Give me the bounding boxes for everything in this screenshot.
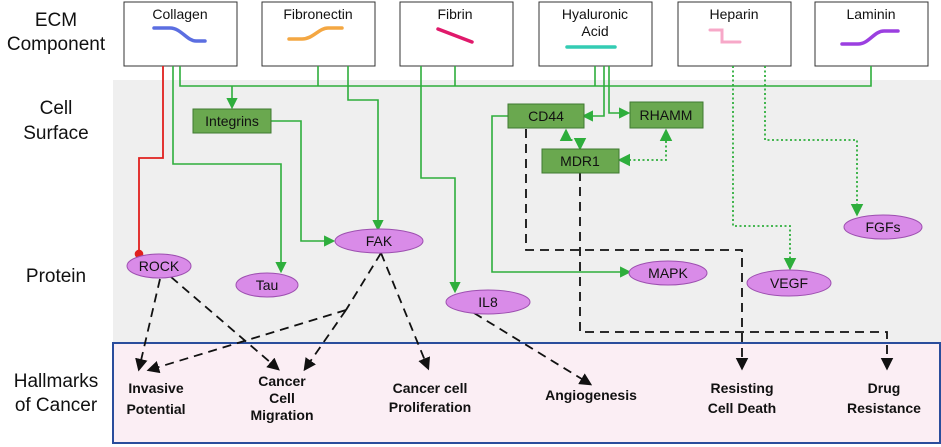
receptor-label-integrins: Integrins xyxy=(205,113,259,129)
collagen-fiber-icon xyxy=(152,26,207,43)
connector-fibrin-il8 xyxy=(420,66,461,294)
connector-hyaluronic-cd44 xyxy=(581,66,605,122)
dotted-connectors xyxy=(559,66,864,271)
connector-mdr1-rhamm xyxy=(617,128,673,167)
protein-label-mapk: MAPK xyxy=(648,265,688,281)
protein-label-fgfs: FGFs xyxy=(866,219,901,235)
ecm-label-collagen: Collagen xyxy=(152,6,207,22)
receptor-rhamm: RHAMM xyxy=(629,101,704,129)
laminin-fiber-icon xyxy=(840,29,900,46)
receptor-cd44: CD44 xyxy=(507,103,585,129)
tier-label-protein: Protein xyxy=(26,266,86,287)
ecm-box-heparin: Heparin xyxy=(677,1,792,67)
connector-rock-migration xyxy=(170,276,280,371)
connector-integrins-fak xyxy=(271,120,336,247)
connector-collagen-tau xyxy=(172,66,287,274)
receptors: Integrins CD44 RHAMM MDR1 xyxy=(192,101,704,174)
hallmarks-band xyxy=(112,342,941,444)
protein-label-rock: ROCK xyxy=(139,258,180,274)
protein-fak: FAK xyxy=(334,228,424,254)
connector-fak-invasive xyxy=(146,309,347,374)
ecm-label-fibrin: Fibrin xyxy=(437,6,472,22)
connector-fibronectin-fak xyxy=(347,66,384,232)
protein-label-il8: IL8 xyxy=(478,294,498,310)
connector-mdr1-drug xyxy=(579,172,894,371)
receptor-label-rhamm: RHAMM xyxy=(640,107,693,123)
ecm-box-fibronectin: Fibronectin xyxy=(261,1,376,67)
protein-mapk: MAPK xyxy=(628,260,708,286)
ecm-box-collagen: Collagen xyxy=(123,1,238,67)
green-connectors xyxy=(172,66,872,294)
receptor-mdr1: MDR1 xyxy=(541,148,620,174)
protein-label-tau: Tau xyxy=(256,277,279,293)
connector-fak-proliferation xyxy=(380,252,431,371)
receptor-label-mdr1: MDR1 xyxy=(560,153,600,169)
ecm-label-laminin: Laminin xyxy=(846,6,895,22)
protein-vegf: VEGF xyxy=(746,269,832,297)
connector-cd44-mapk xyxy=(491,115,632,278)
protein-label-vegf: VEGF xyxy=(770,275,808,291)
receptor-label-cd44: CD44 xyxy=(528,108,564,124)
connector-collagen-laminin-bus xyxy=(179,66,872,87)
proteins: ROCK Tau FAK IL8 MAPK VEGF FGFs xyxy=(126,214,923,315)
connector-heparin-fgfs xyxy=(764,66,864,217)
receptor-integrins: Integrins xyxy=(192,108,272,134)
fibronectin-fiber-icon xyxy=(287,26,344,41)
ecm-label-fibronectin: Fibronectin xyxy=(283,6,352,22)
protein-label-fak: FAK xyxy=(366,233,393,249)
connector-rock-invasive xyxy=(135,278,161,372)
connector-fak-midpoint xyxy=(345,252,382,311)
fibrin-fiber-icon xyxy=(436,27,474,44)
hallmark-angiogenesis: Angiogenesis xyxy=(545,387,637,403)
connector-cd44-mdr1 xyxy=(559,128,587,151)
heparin-fiber-icon xyxy=(708,28,742,44)
protein-il8: IL8 xyxy=(445,289,531,315)
protein-tau: Tau xyxy=(235,272,299,298)
connector-collagen-rock xyxy=(134,66,164,259)
connector-cd44-resisting xyxy=(525,129,749,371)
protein-fgfs: FGFs xyxy=(843,214,923,240)
dashed-connectors xyxy=(135,129,894,386)
connector-il8-angiogenesis xyxy=(473,312,593,386)
protein-rock: ROCK xyxy=(126,253,192,279)
ecm-box-laminin: Laminin xyxy=(814,1,929,67)
ecm-box-fibrin: Fibrin xyxy=(399,1,514,67)
ecm-label-heparin: Heparin xyxy=(709,6,758,22)
connector-fak-migration xyxy=(303,309,347,372)
connector-hyaluronic-rhamm xyxy=(608,66,631,119)
